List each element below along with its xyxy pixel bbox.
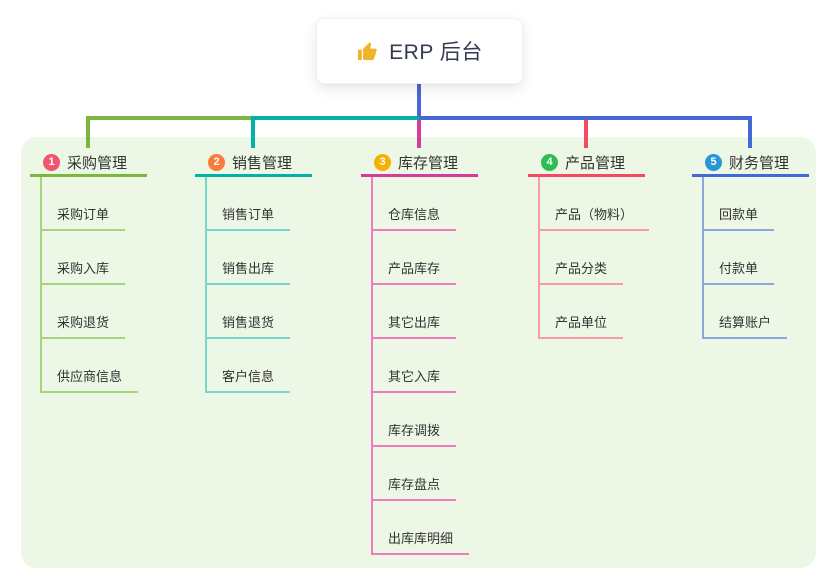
child-node-label: 仓库信息: [388, 207, 441, 222]
child-node[interactable]: 销售退货: [205, 285, 291, 339]
branch-number-badge: 2: [208, 153, 225, 171]
child-node[interactable]: 结算账户: [702, 285, 788, 339]
branch-children: 产品（物料） 产品分类产品单位: [538, 177, 650, 339]
child-node[interactable]: 产品（物料）: [538, 177, 650, 231]
child-node-label: 产品（物料）: [555, 207, 634, 222]
child-node[interactable]: 销售订单: [205, 177, 291, 231]
branch-drop-line-4: [584, 120, 588, 148]
hbar-segment-3: [419, 116, 752, 120]
child-node-label: 产品单位: [555, 315, 608, 330]
child-node-label: 付款单: [719, 261, 759, 276]
child-node[interactable]: 回款单: [702, 177, 775, 231]
child-node[interactable]: 付款单: [702, 231, 775, 285]
child-node[interactable]: 产品库存: [371, 231, 457, 285]
branch-drop-line-1: [86, 120, 90, 148]
child-node[interactable]: 客户信息: [205, 339, 291, 393]
branch-3: 3 库存管理 仓库信息产品库存其它出库其它入库库存调拨库存盘点出库库明细: [361, 150, 478, 555]
branch-5: 5 财务管理 回款单付款单结算账户: [692, 150, 809, 339]
branch-node[interactable]: 3 库存管理: [361, 150, 478, 177]
child-node-label: 供应商信息: [57, 369, 123, 384]
child-node-label: 库存盘点: [388, 477, 441, 492]
child-node-label: 销售出库: [222, 261, 275, 276]
child-node[interactable]: 库存调拨: [371, 393, 457, 447]
child-node-label: 库存调拨: [388, 423, 441, 438]
child-node-label: 回款单: [719, 207, 759, 222]
branch-4: 4 产品管理 产品（物料） 产品分类产品单位: [528, 150, 650, 339]
child-node-label: 产品分类: [555, 261, 608, 276]
branch-number-badge: 5: [705, 153, 722, 171]
child-node[interactable]: 采购订单: [40, 177, 126, 231]
branches-panel: [21, 137, 816, 568]
branch-number-badge: 4: [541, 153, 558, 171]
branch-2: 2 销售管理 销售订单销售出库销售退货客户信息: [195, 150, 312, 393]
branch-title: 销售管理: [232, 154, 293, 172]
child-node-label: 销售退货: [222, 315, 275, 330]
child-node-label: 采购订单: [57, 207, 110, 222]
branch-drop-line-3: [417, 120, 421, 148]
child-node-label: 其它出库: [388, 315, 441, 330]
branch-children: 销售订单销售出库销售退货客户信息: [205, 177, 291, 393]
trunk-line: [417, 84, 421, 120]
child-node-label: 客户信息: [222, 369, 275, 384]
child-node[interactable]: 采购退货: [40, 285, 126, 339]
branch-1: 1 采购管理 采购订单采购入库采购退货供应商信息: [30, 150, 147, 393]
hbar-segment-2: [251, 116, 419, 120]
child-node[interactable]: 其它入库: [371, 339, 457, 393]
child-node[interactable]: 产品单位: [538, 285, 624, 339]
child-node-label: 出库库明细: [388, 531, 454, 546]
branch-node[interactable]: 4 产品管理: [528, 150, 645, 177]
child-node[interactable]: 产品分类: [538, 231, 624, 285]
child-node-label: 产品库存: [388, 261, 441, 276]
child-node[interactable]: 库存盘点: [371, 447, 457, 501]
branch-node[interactable]: 5 财务管理: [692, 150, 809, 177]
branch-node[interactable]: 1 采购管理: [30, 150, 147, 177]
branch-title: 库存管理: [398, 154, 459, 172]
child-node[interactable]: 出库库明细: [371, 501, 470, 555]
branch-children: 回款单付款单结算账户: [702, 177, 788, 339]
branch-title: 产品管理: [565, 154, 626, 172]
branch-number-badge: 1: [43, 153, 60, 171]
branch-children: 仓库信息产品库存其它出库其它入库库存调拨库存盘点出库库明细: [371, 177, 470, 555]
root-title: ERP 后台: [389, 41, 483, 64]
thumbs-up-icon: [356, 40, 379, 63]
hbar-segment-1: [86, 116, 255, 120]
child-node[interactable]: 仓库信息: [371, 177, 457, 231]
child-node[interactable]: 销售出库: [205, 231, 291, 285]
child-node[interactable]: 供应商信息: [40, 339, 139, 393]
branch-children: 采购订单采购入库采购退货供应商信息: [40, 177, 139, 393]
child-node-label: 结算账户: [719, 315, 772, 330]
child-node-label: 采购入库: [57, 261, 110, 276]
child-node-label: 销售订单: [222, 207, 275, 222]
branch-title: 财务管理: [729, 154, 790, 172]
child-node[interactable]: 采购入库: [40, 231, 126, 285]
branch-drop-line-2: [251, 120, 255, 148]
branch-drop-line-5: [748, 120, 752, 148]
child-node[interactable]: 其它出库: [371, 285, 457, 339]
branch-node[interactable]: 2 销售管理: [195, 150, 312, 177]
child-node-label: 其它入库: [388, 369, 441, 384]
branch-title: 采购管理: [67, 154, 128, 172]
child-node-label: 采购退货: [57, 315, 110, 330]
branch-number-badge: 3: [374, 153, 391, 171]
root-node[interactable]: ERP 后台: [316, 18, 523, 84]
